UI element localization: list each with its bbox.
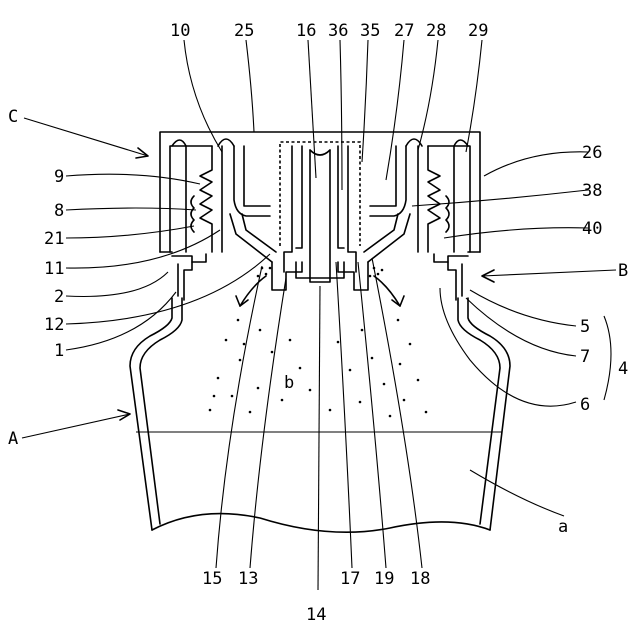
label-2: 2	[54, 287, 64, 307]
cap	[160, 132, 480, 290]
label-15: 15	[202, 569, 222, 589]
label-C: C	[8, 107, 18, 127]
label-19: 19	[374, 569, 394, 589]
label-29: 29	[468, 21, 488, 41]
label-36: 36	[328, 21, 348, 41]
label-27: 27	[394, 21, 414, 41]
label-28: 28	[426, 21, 446, 41]
label-18: 18	[410, 569, 430, 589]
label-21: 21	[44, 229, 64, 249]
spray	[209, 267, 428, 418]
label-B: B	[618, 261, 628, 281]
label-9: 9	[54, 167, 64, 187]
label-11: 11	[44, 259, 64, 279]
label-7: 7	[580, 347, 590, 367]
label-35: 35	[360, 21, 380, 41]
label-8: 8	[54, 201, 64, 221]
label-6: 6	[580, 395, 590, 415]
label-25: 25	[234, 21, 254, 41]
label-16: 16	[296, 21, 316, 41]
label-14: 14	[306, 605, 326, 625]
label-12: 12	[44, 315, 64, 335]
label-17: 17	[340, 569, 360, 589]
label-26: 26	[582, 143, 602, 163]
label-13: 13	[238, 569, 258, 589]
label-5: 5	[580, 317, 590, 337]
label-a: a	[558, 517, 568, 537]
label-1: 1	[54, 341, 64, 361]
label-10: 10	[170, 21, 190, 41]
label-4: 4	[618, 359, 628, 379]
label-b: b	[284, 373, 294, 393]
label-38: 38	[582, 181, 602, 201]
leader-lines	[22, 40, 616, 590]
label-A: A	[8, 429, 18, 449]
label-40: 40	[582, 219, 602, 239]
